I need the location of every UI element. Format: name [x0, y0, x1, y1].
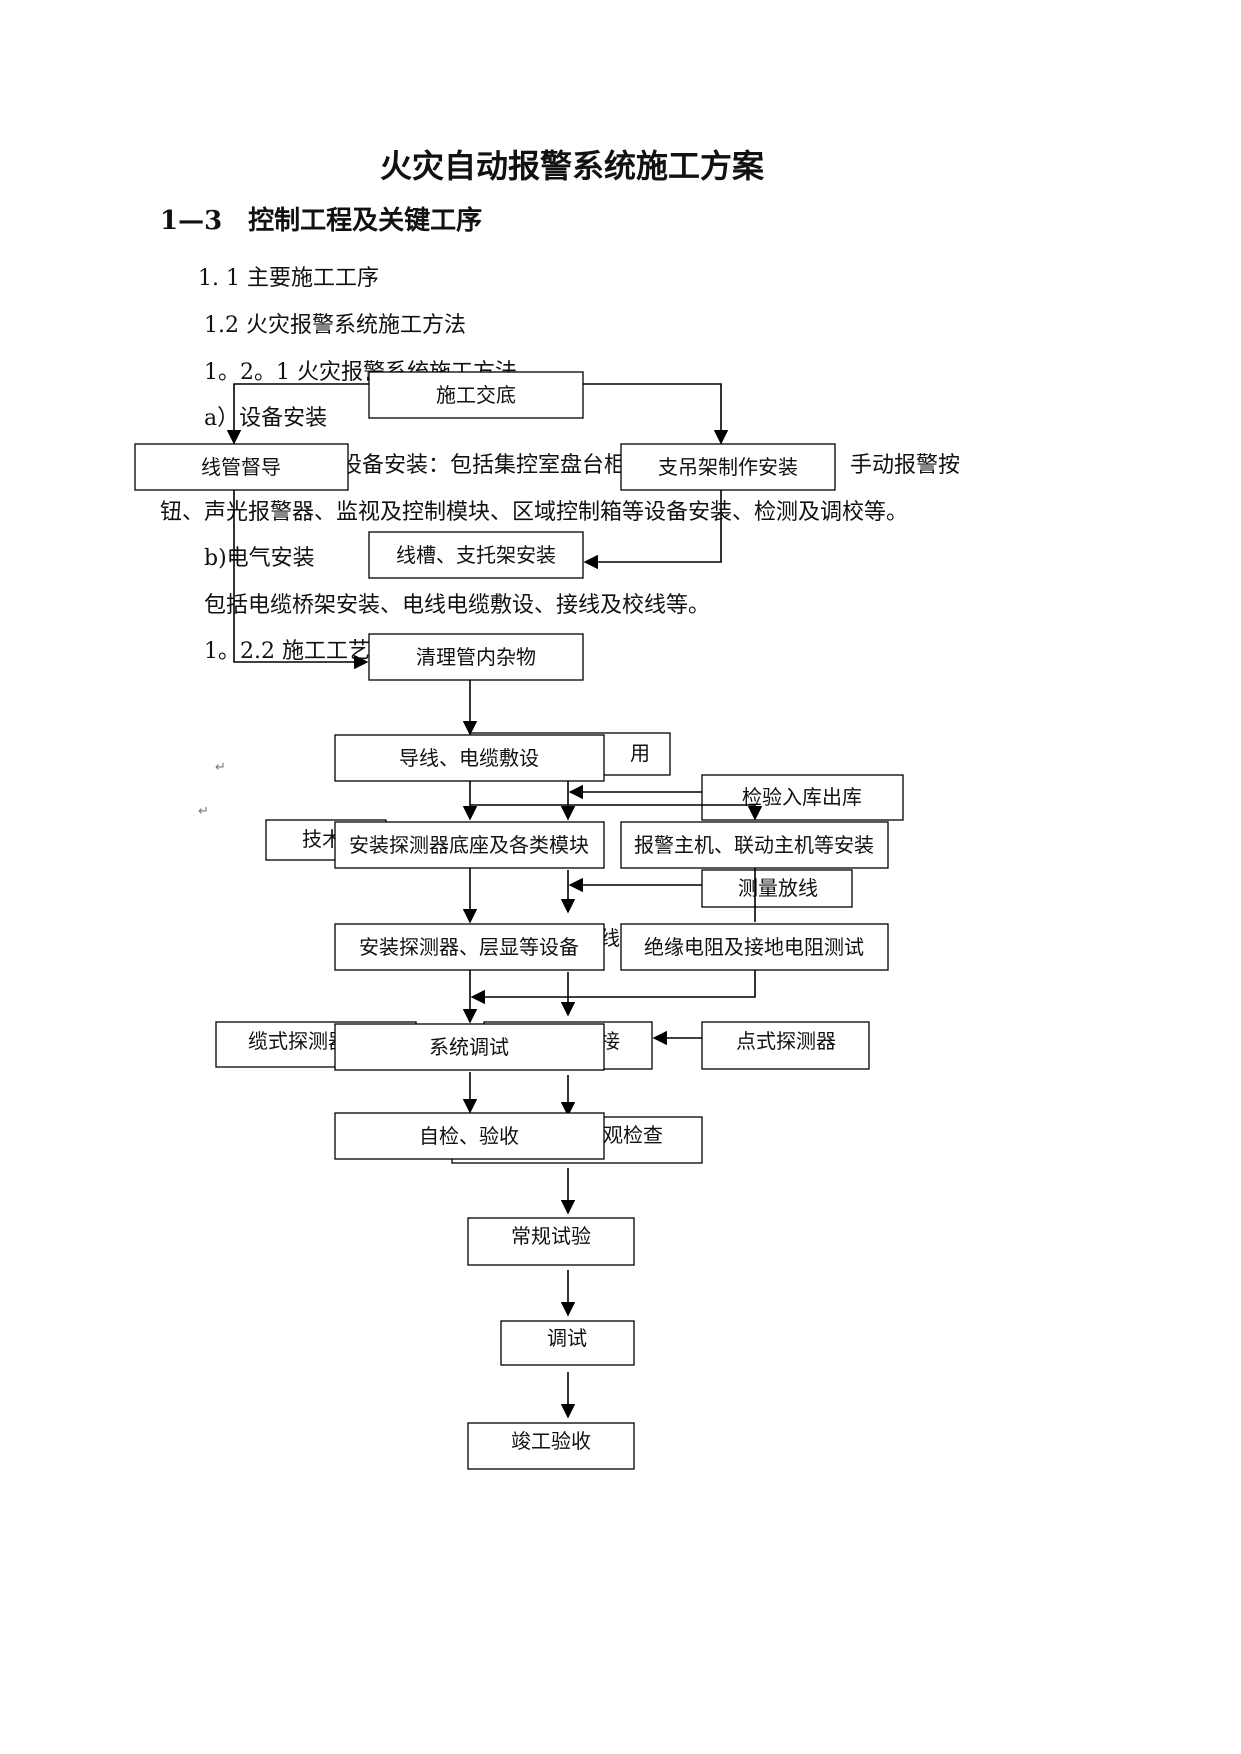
back-box-inspection: [701, 774, 904, 821]
node-alarm-host: [620, 821, 889, 869]
section-heading: 1—3 控制工程及关键工序: [160, 206, 483, 236]
back-box-1-label: 用: [630, 741, 650, 765]
back-box-final-acceptance-label: 竣工验收: [511, 1429, 591, 1453]
node-system-debug-label: 系统调试: [429, 1035, 509, 1059]
back-box-debug-label: 调试: [547, 1326, 587, 1350]
paragraph-2: 1.2 火灾报警系统施工方法: [204, 313, 466, 338]
node-clean-pipe: [368, 633, 584, 681]
node-detector-install: [334, 923, 605, 971]
arrow-insulation-to-debug: [470, 970, 756, 1005]
back-box-point-detector-label: 点式探测器: [736, 1029, 836, 1053]
back-box-survey: [701, 869, 853, 908]
node-self-check-label: 自检、验收: [419, 1124, 519, 1148]
node-detector-install-label: 安装探测器、层显等设备: [359, 935, 579, 959]
node-insulation-test: [620, 923, 889, 971]
back-box-visual-check-label: 观检查: [603, 1123, 663, 1147]
front-connectors: [226, 383, 763, 1114]
node-brief-label: 施工交底: [436, 383, 516, 407]
node-bracket-install-label: 支吊架制作安装: [658, 455, 798, 479]
node-conduit-supervision: [134, 443, 349, 491]
arrow-brief-to-conduit: [226, 383, 369, 445]
back-box-wire-label: 线: [600, 926, 620, 950]
node-detector-base-label: 安装探测器底座及各类模块: [349, 833, 589, 857]
back-box-cable-detector-label: 缆式探测器: [248, 1029, 348, 1053]
arrow-bracket-to-trunking: [583, 489, 722, 570]
back-box-inspection-label: 检验入库出库: [742, 785, 862, 809]
node-detector-base: [334, 821, 605, 869]
front-flow: 施工交底 线管督导 支吊架制作安装 线槽、支托架安装 清理管内杂物 导线、电缆敷…: [134, 371, 889, 1160]
node-system-debug: [334, 1023, 605, 1071]
paragraph-1: 1. 1 主要施工工序: [198, 266, 379, 291]
node-self-check: [334, 1112, 605, 1160]
node-clean-pipe-label: 清理管内杂物: [416, 645, 536, 669]
paragraph-5a: 设备安装：包括集控室盘台柜: [340, 453, 627, 478]
node-cable-laying: [334, 734, 605, 782]
arrow-brief-to-bracket: [583, 383, 729, 445]
arrow-conduit-to-clean: [233, 489, 369, 670]
node-insulation-test-label: 绝缘电阻及接地电阻测试: [644, 935, 864, 959]
back-box-routine-test: [467, 1217, 635, 1266]
back-box-debug: [500, 1320, 635, 1366]
node-alarm-host-label: 报警主机、联动主机等安装: [634, 833, 874, 857]
node-trunking-install: [368, 531, 584, 579]
node-bracket-install: [620, 443, 836, 491]
back-box-connect-label: 接: [600, 1029, 620, 1053]
node-trunking-install-label: 线槽、支托架安装: [396, 543, 556, 567]
back-box-final-acceptance: [467, 1422, 635, 1470]
back-box-survey-label: 测量放线: [738, 876, 818, 900]
return-mark-2: ↵: [198, 804, 209, 819]
paragraph-8: 包括电缆桥架安装、电线电缆敷设、接线及校线等。: [204, 593, 711, 618]
back-box-point-detector: [701, 1021, 870, 1070]
page-title: 火灾自动报警系统施工方案: [380, 147, 765, 185]
node-brief: [368, 371, 584, 419]
back-box-routine-test-label: 常规试验: [511, 1224, 591, 1248]
node-cable-laying-label: 导线、电缆敷设: [399, 746, 539, 770]
paragraph-7: b)电气安装: [204, 546, 315, 571]
return-mark-1: ↵: [215, 760, 226, 775]
node-conduit-supervision-label: 线管督导: [201, 455, 281, 479]
paragraph-5b: 手动报警按: [850, 453, 961, 478]
